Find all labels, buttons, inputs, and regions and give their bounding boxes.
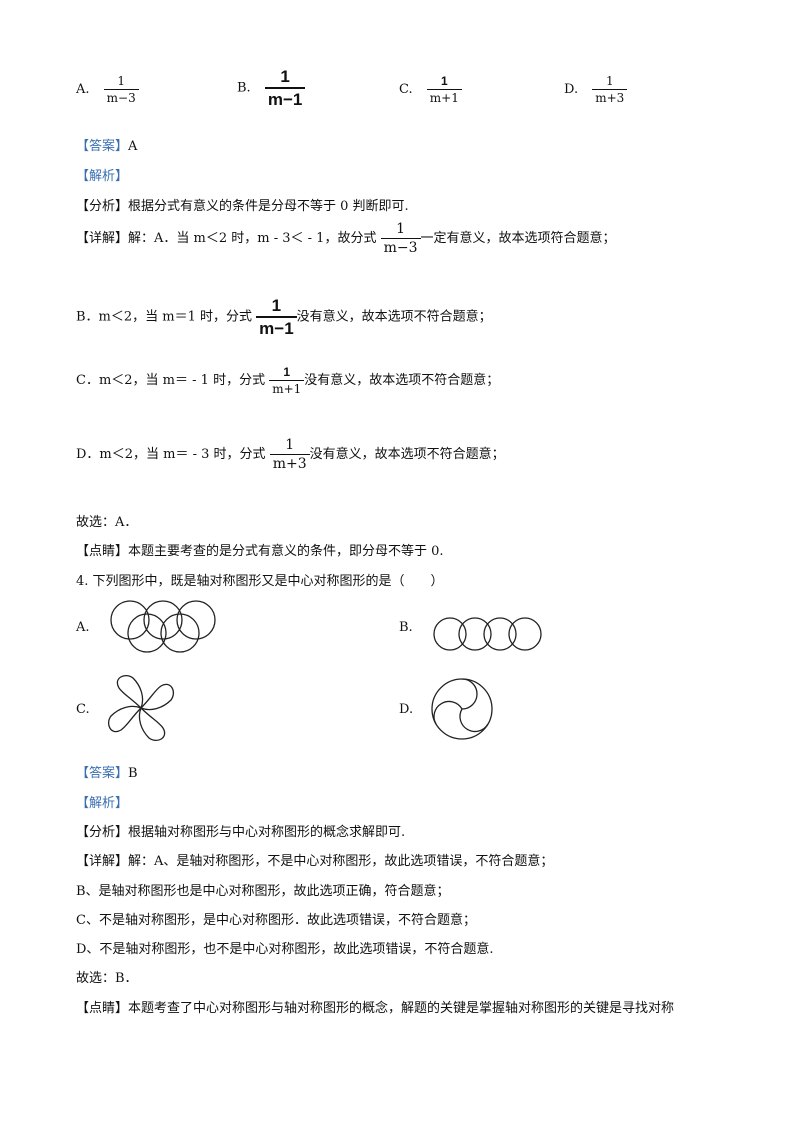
- petal: [138, 707, 166, 742]
- q3-option-a: A. 1 m−3: [76, 75, 139, 104]
- fraction: 1 m+3: [592, 74, 628, 104]
- q3-detail-line-c: C．m＜2，当 m＝ - 1 时，分式 1 m+1 没有意义，故本选项不符合题意…: [76, 366, 499, 395]
- ring: [458, 617, 492, 651]
- fraction: 1 m+1: [426, 74, 462, 104]
- q3-option-c: C. 1 m+1: [399, 75, 462, 104]
- q3-analysis-tag: 【解析】: [76, 169, 129, 184]
- q3-option-d: D. 1 m+3: [564, 74, 628, 104]
- ring: [110, 600, 150, 640]
- detail-text: 一定有意义，故本选项符合题意；: [420, 231, 616, 246]
- answer-value: B: [128, 766, 138, 781]
- dianjing-tag: 【点睛】: [76, 544, 129, 559]
- fraction: 1 m−1: [264, 67, 306, 108]
- fraction-numerator: 1: [396, 221, 406, 237]
- fraction-numerator: 1: [440, 74, 448, 88]
- q3-option-b: B. 1 m−1: [237, 67, 306, 108]
- detail-text: 没有意义，故本选项不符合题意；: [296, 309, 492, 325]
- dianjing-text: 本题考查了中心对称图形与轴对称图形的概念，解题的关键是掌握轴对称图形的关键是寻找…: [128, 1001, 675, 1016]
- answer-value: A: [128, 139, 138, 154]
- answer-tag: 【答案】: [76, 766, 129, 781]
- ring: [127, 613, 167, 653]
- q4-label-d: D.: [399, 702, 414, 717]
- petal: [116, 674, 144, 709]
- detail-text: 解：A、是轴对称图形，不是中心对称图形，故此选项错误，不符合题意；: [128, 854, 554, 869]
- detail-text: 没有意义，故本选项不符合题意；: [309, 447, 505, 462]
- dianjing-tag: 【点睛】: [76, 1001, 129, 1016]
- q4-detail-line-4: D、不是轴对称图形，也不是中心对称图形，故此选项错误，不符合题意.: [76, 942, 494, 957]
- q4-label-c: C.: [76, 702, 90, 717]
- ring: [483, 617, 517, 651]
- fraction-numerator: 1: [280, 67, 290, 86]
- fraction-denominator: m−1: [256, 316, 297, 337]
- option-label: B.: [237, 80, 251, 96]
- detail-tag: 【详解】: [76, 854, 129, 869]
- fraction-numerator: 1: [117, 74, 126, 88]
- answer-tag: 【答案】: [76, 139, 129, 154]
- q4-fenxi: 【分析】根据轴对称图形与中心对称图形的概念求解即可.: [76, 821, 405, 840]
- fraction-numerator: 1: [283, 365, 291, 379]
- figure-four-circles: [433, 617, 542, 651]
- detail-text: 解：A．当 m＜2 时，m - 3＜ - 1，故分式: [128, 231, 377, 246]
- q4-stem: 4. 下列图形中，既是轴对称图形又是中心对称图形的是（ ）: [76, 574, 444, 589]
- fraction: 1 m−3: [380, 221, 421, 255]
- option-label: D.: [564, 82, 579, 97]
- petal: [107, 705, 142, 733]
- figure-pinwheel: [107, 674, 175, 742]
- figure-triple-arc-circle: [431, 678, 493, 740]
- fraction: 1 m+3: [269, 437, 310, 471]
- q4-answer: 【答案】B: [76, 762, 138, 781]
- ring: [508, 617, 542, 651]
- fraction-denominator: m+1: [426, 89, 462, 104]
- fraction-denominator: m+3: [592, 89, 628, 104]
- detail-text: C．m＜2，当 m＝ - 1 时，分式: [76, 373, 266, 388]
- q3-dianjing: 【点睛】本题主要考查的是分式有意义的条件，即分母不等于 0.: [76, 540, 444, 559]
- detail-tag: 【详解】: [76, 231, 129, 246]
- q3-answer: 【答案】A: [76, 135, 137, 154]
- q3-detail-line-d: D．m＜2，当 m＝ - 3 时，分式 1 m+3 没有意义，故本选项不符合题意…: [76, 438, 505, 471]
- q4-choose: 故选：B．: [76, 971, 138, 986]
- option-label: A.: [76, 82, 90, 97]
- fraction-numerator: 1: [285, 437, 295, 453]
- fraction-denominator: m−3: [103, 89, 139, 104]
- q4-label-a: A.: [76, 620, 90, 635]
- fenxi-tag: 【分析】: [76, 825, 129, 840]
- fraction-denominator: m−3: [380, 238, 421, 255]
- q3-choose: 故选：A．: [76, 515, 138, 530]
- ring: [433, 617, 467, 651]
- detail-text: 没有意义，故本选项不符合题意；: [304, 373, 500, 388]
- q3-detail-line-a: 【详解】解：A．当 m＜2 时，m - 3＜ - 1，故分式 1 m−3 一定有…: [76, 222, 616, 255]
- detail-text: B．m＜2，当 m＝1 时，分式: [76, 309, 253, 325]
- pinwheel-petals: [107, 674, 175, 742]
- detail-text: D．m＜2，当 m＝ - 3 时，分式: [76, 447, 266, 462]
- inner-arc: [459, 708, 489, 733]
- q3-fenxi: 【分析】根据分式有意义的条件是分母不等于 0 判断即可.: [76, 195, 409, 214]
- q4-analysis-tag: 【解析】: [76, 796, 129, 811]
- ring: [176, 600, 216, 640]
- q4-label-b: B.: [399, 620, 413, 635]
- fenxi-tag: 【分析】: [76, 199, 129, 214]
- inner-arc: [461, 678, 478, 710]
- q4-detail-line-3: C、不是轴对称图形，是中心对称图形．故此选项错误，不符合题意；: [76, 913, 476, 928]
- petal: [140, 683, 175, 711]
- fraction: 1 m−3: [103, 74, 139, 104]
- option-label: C.: [399, 82, 413, 97]
- q4-dianjing: 【点睛】本题考查了中心对称图形与轴对称图形的概念，解题的关键是掌握轴对称图形的关…: [76, 997, 674, 1016]
- fenxi-text: 根据分式有意义的条件是分母不等于 0 判断即可.: [128, 199, 409, 214]
- fraction: 1 m−1: [256, 297, 297, 337]
- q4-detail-line-2: B、是轴对称图形也是中心对称图形，故此选项正确，符合题意；: [76, 884, 450, 899]
- ring: [143, 600, 183, 640]
- fraction-denominator: m−1: [264, 87, 306, 108]
- fraction-denominator: m+1: [269, 380, 305, 395]
- figure-olympic-rings: [110, 600, 216, 653]
- dianjing-text: 本题主要考查的是分式有意义的条件，即分母不等于 0.: [128, 544, 444, 559]
- fraction: 1 m+1: [269, 365, 305, 395]
- ring: [160, 613, 200, 653]
- inner-arc: [433, 700, 463, 725]
- q3-detail-line-b: B．m＜2，当 m＝1 时，分式 1 m−1 没有意义，故本选项不符合题意；: [76, 297, 492, 337]
- fraction-numerator: 1: [271, 296, 282, 315]
- fraction-numerator: 1: [605, 74, 614, 88]
- q4-detail-line-1: 【详解】解：A、是轴对称图形，不是中心对称图形，故此选项错误，不符合题意；: [76, 850, 553, 869]
- fenxi-text: 根据轴对称图形与中心对称图形的概念求解即可.: [128, 825, 406, 840]
- fraction-denominator: m+3: [269, 454, 310, 471]
